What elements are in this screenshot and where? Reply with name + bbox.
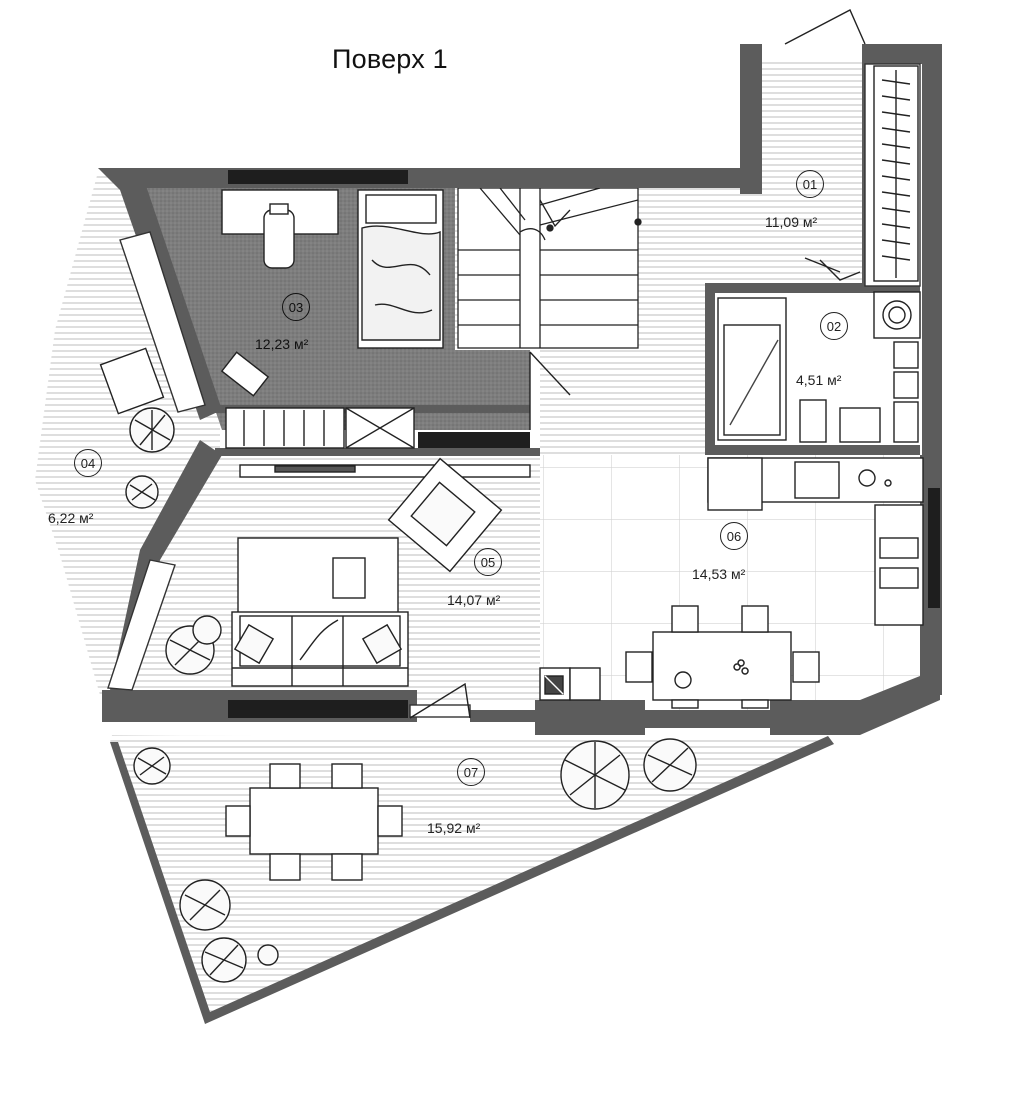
area-value: 4,51 <box>796 372 824 388</box>
kitchen-06-floor <box>540 455 930 712</box>
room-area-04: 6,22 м² <box>48 510 93 526</box>
kitchen-furniture <box>539 457 924 709</box>
area-unit: м² <box>293 336 309 352</box>
area-unit: м² <box>485 592 501 608</box>
room-area-06: 14,53 м² <box>692 566 745 582</box>
wardrobe <box>873 65 919 282</box>
area-value: 12,23 <box>255 336 291 352</box>
room-area-01: 11,09 м² <box>765 214 817 230</box>
windows <box>228 170 940 718</box>
area-value: 15,92 <box>427 820 463 836</box>
room-area-05: 14,07 м² <box>447 592 500 608</box>
staircase <box>457 187 642 349</box>
area-value: 14,07 <box>447 592 483 608</box>
living-furniture <box>165 457 531 687</box>
area-unit: м² <box>465 820 481 836</box>
room-number-04: 04 <box>74 449 102 477</box>
area-unit: м² <box>827 372 842 388</box>
area-value: 11,09 <box>765 214 799 230</box>
area-unit: м² <box>79 510 94 526</box>
bathroom-fixtures <box>717 259 921 443</box>
balcony-furniture <box>99 347 175 509</box>
interior-doors <box>409 257 841 719</box>
area-unit: м² <box>802 214 818 230</box>
hall-01-floor <box>455 60 865 455</box>
entry-door <box>784 9 866 45</box>
room-area-03: 12,23 м² <box>255 336 308 352</box>
floor-title: Поверх 1 <box>332 44 448 74</box>
area-unit: м² <box>730 566 746 582</box>
room-number-06: 06 <box>720 522 748 550</box>
bedroom-furniture <box>220 189 444 449</box>
terrace-furniture <box>133 738 697 983</box>
room-area-02: 4,51 м² <box>796 372 841 388</box>
room-number-02: 02 <box>820 312 848 340</box>
area-value: 14,53 <box>692 566 728 582</box>
room-number-07: 07 <box>457 758 485 786</box>
room-number-01: 01 <box>796 170 824 198</box>
area-value: 6,22 <box>48 510 76 526</box>
room-number-03: 03 <box>282 293 310 321</box>
room-number-05: 05 <box>474 548 502 576</box>
room-area-07: 15,92 м² <box>427 820 480 836</box>
